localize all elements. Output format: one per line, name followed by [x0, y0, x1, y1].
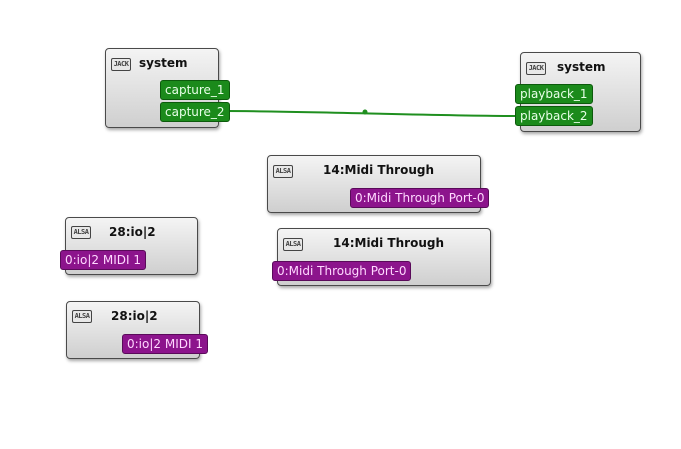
- port-midi-through-0-out[interactable]: 0:Midi Through Port-0: [350, 188, 490, 208]
- port-io2-midi1-out[interactable]: 0:io|2 MIDI 1: [122, 334, 208, 354]
- connection-midpoint-handle: [362, 109, 368, 115]
- alsa-icon: ALSA: [72, 310, 92, 323]
- port-playback-2[interactable]: playback_2: [515, 106, 593, 126]
- port-capture-2[interactable]: capture_2: [160, 102, 230, 122]
- jack-system-capture-node[interactable]: JACK system capture_1 capture_2: [105, 48, 230, 128]
- alsa-io2-input-node[interactable]: ALSA 28:io|2 0:io|2 MIDI 1: [60, 217, 198, 275]
- alsa-midi-through-input-node[interactable]: ALSA 14:Midi Through 0:Midi Through Port…: [272, 228, 491, 286]
- node-title: system: [557, 60, 606, 74]
- node-title: 28:io|2: [111, 309, 158, 323]
- jack-icon: JACK: [111, 58, 131, 71]
- node-title: 14:Midi Through: [323, 163, 434, 177]
- alsa-icon: ALSA: [71, 226, 91, 239]
- port-playback-1[interactable]: playback_1: [515, 84, 593, 104]
- node-title: 14:Midi Through: [333, 236, 444, 250]
- port-io2-midi1-in[interactable]: 0:io|2 MIDI 1: [60, 250, 146, 270]
- jack-icon: JACK: [526, 62, 546, 75]
- alsa-midi-through-output-node[interactable]: ALSA 14:Midi Through 0:Midi Through Port…: [267, 155, 490, 213]
- alsa-icon: ALSA: [283, 238, 303, 251]
- node-title: system: [139, 56, 188, 70]
- port-capture-1[interactable]: capture_1: [160, 80, 230, 100]
- port-midi-through-0-in[interactable]: 0:Midi Through Port-0: [272, 261, 412, 281]
- connection-capture2-playback2[interactable]: [223, 110, 517, 117]
- node-title: 28:io|2: [109, 225, 156, 239]
- alsa-icon: ALSA: [273, 165, 293, 178]
- jack-system-playback-node[interactable]: JACK system playback_1 playback_2: [515, 52, 641, 132]
- alsa-io2-output-node[interactable]: ALSA 28:io|2 0:io|2 MIDI 1: [66, 301, 208, 359]
